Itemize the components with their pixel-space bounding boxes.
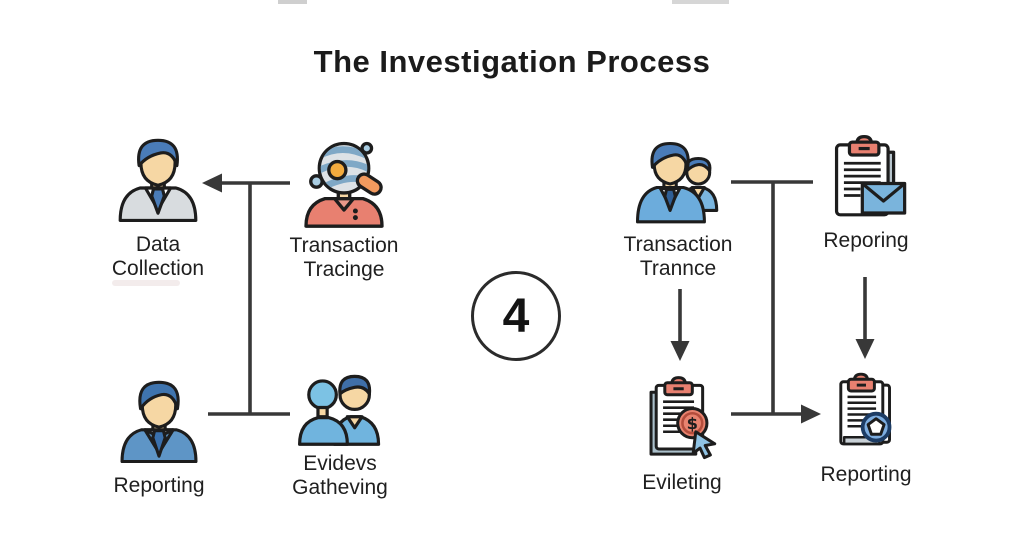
clipboard-seal-icon [839, 372, 892, 446]
step-label: Data Collection [111, 233, 205, 280]
clipboard-dollar-cursor-icon: $ [649, 376, 717, 460]
step-label: Reporing [823, 229, 909, 252]
step-label: Transaction Trannce [623, 233, 733, 280]
step-label: Evileting [642, 471, 722, 494]
step-reporting-bottom-left: Reporting [84, 373, 234, 498]
step-count-badge: 4 [471, 271, 561, 361]
step-label: Reporting [113, 474, 205, 497]
two-people-casual-icon [298, 374, 381, 446]
step-evidence-gathering: Evidevs Gatheving [255, 369, 425, 500]
top-edge-artifact [278, 0, 307, 4]
two-people-suit-icon [635, 141, 719, 224]
person-globe-icon [304, 141, 384, 228]
step-reporting-top-right: Reporing [791, 132, 941, 253]
page-title: The Investigation Process [313, 44, 711, 79]
step-transaction-trance: Transaction Trannce [593, 140, 763, 281]
step-data-collection: Data Collection [83, 130, 233, 281]
step-label: Evidevs Gatheving [292, 452, 388, 499]
arrowhead-down-icon [670, 341, 690, 361]
step-transaction-tracing: Transaction Tracinge [259, 134, 429, 282]
top-edge-artifact [672, 0, 729, 4]
badge-number: 4 [502, 289, 530, 343]
step-evileting: $ Evileting [607, 370, 757, 495]
arrowhead-down-icon [855, 339, 875, 359]
person-analyst-icon [118, 138, 198, 222]
faint-smudge-artifact [112, 280, 180, 286]
step-reporting-bottom-right: Reporting [791, 366, 941, 487]
step-label: Transaction Tracinge [289, 234, 399, 281]
person-suit-icon [120, 380, 198, 464]
clipboard-envelope-icon [834, 134, 907, 217]
step-label: Reporting [820, 463, 912, 486]
svg-text:$: $ [687, 414, 698, 433]
